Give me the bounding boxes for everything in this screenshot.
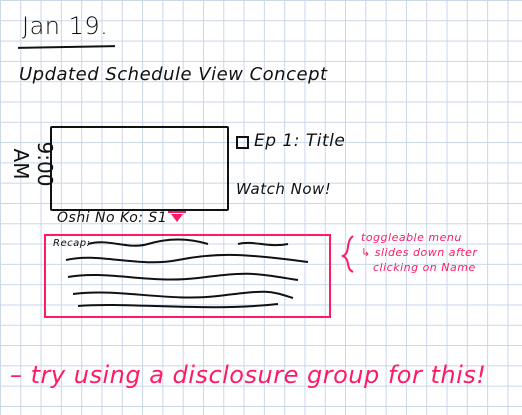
summary-panel (44, 234, 331, 318)
show-name[interactable]: Oshi No Ko: S1 (57, 210, 168, 226)
summary-label: Recap: (53, 238, 91, 249)
chevron-down-icon[interactable] (171, 214, 183, 222)
placeholder-text-squiggles (65, 238, 309, 309)
date-heading: Jan 19. (22, 12, 109, 40)
toggle-menu-note: toggleable menu ↳ slides down after clic… (361, 231, 478, 274)
annotation-bracket-icon (340, 235, 354, 273)
episode-title: Ep 1: Title (254, 131, 346, 151)
disclosure-group-note: – try using a disclosure group for this! (10, 361, 487, 389)
page-subtitle: Updated Schedule View Concept (19, 64, 328, 85)
checkbox-icon[interactable] (236, 136, 249, 149)
watch-now-button[interactable]: Watch Now! (236, 180, 332, 198)
video-thumbnail[interactable] (50, 126, 229, 211)
date-underline (17, 45, 116, 49)
toggle-bar-icon[interactable] (168, 211, 186, 213)
